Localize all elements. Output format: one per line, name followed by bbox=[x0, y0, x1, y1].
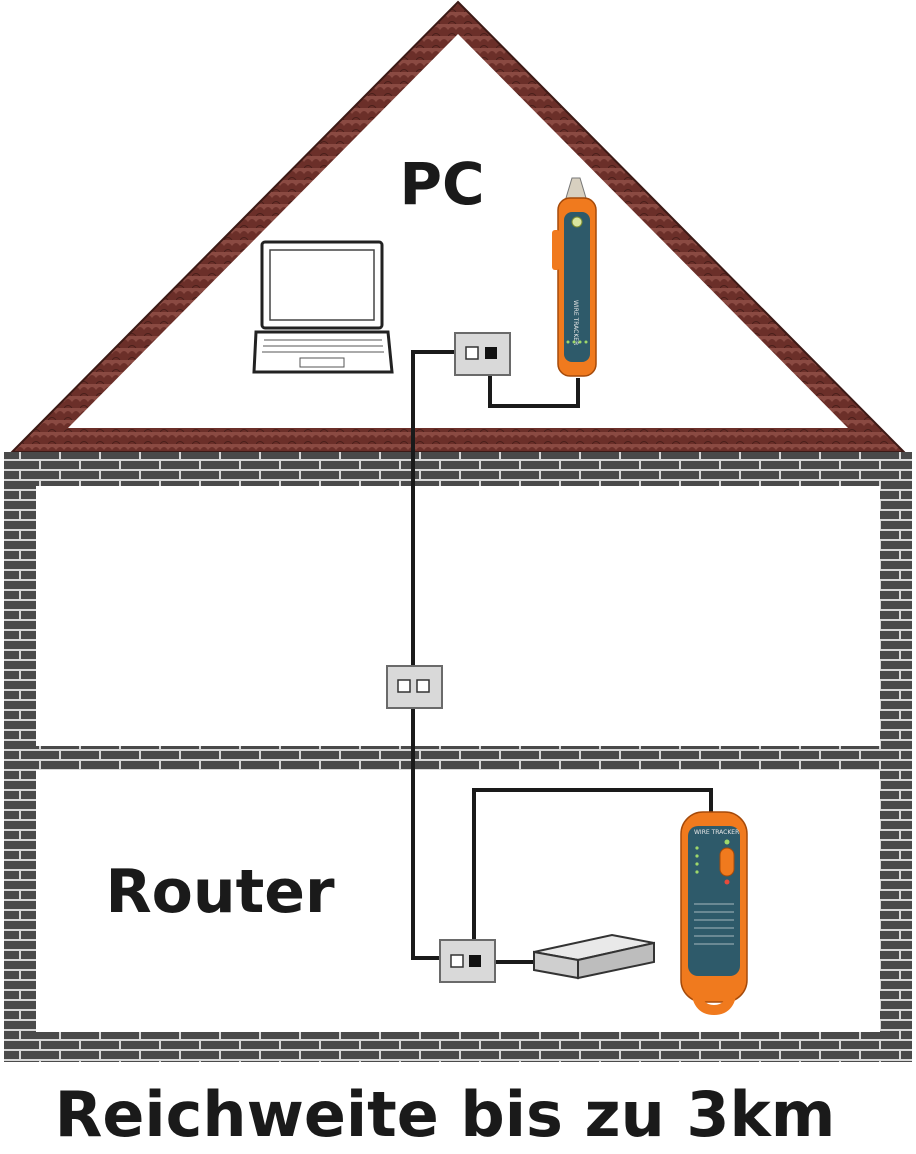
transmitter-brand-text: WIRE TRACKER bbox=[694, 829, 739, 836]
top-room-label: PC bbox=[399, 150, 484, 218]
laptop-icon bbox=[252, 240, 394, 374]
transmitter-cable bbox=[472, 788, 713, 958]
wall-socket-top bbox=[454, 332, 511, 376]
range-caption: Reichweite bis zu 3km bbox=[55, 1078, 836, 1151]
middle-room bbox=[36, 486, 880, 746]
brick-walls bbox=[4, 452, 912, 1062]
router-icon bbox=[533, 933, 655, 980]
bottom-room-label: Router bbox=[105, 857, 335, 927]
wire-tracker-receiver-icon: WIRE TRACKER bbox=[552, 177, 597, 377]
receiver-brand-text: WIRE TRACKER bbox=[572, 300, 579, 345]
riser-cable bbox=[411, 350, 455, 960]
wire-tracker-transmitter-icon: WIRE TRACKER bbox=[680, 811, 748, 1016]
wall-socket-middle bbox=[386, 665, 443, 709]
receiver-cable bbox=[488, 358, 580, 408]
roof bbox=[9, 0, 907, 453]
cables bbox=[411, 350, 713, 964]
wall-socket-bottom bbox=[439, 939, 496, 983]
